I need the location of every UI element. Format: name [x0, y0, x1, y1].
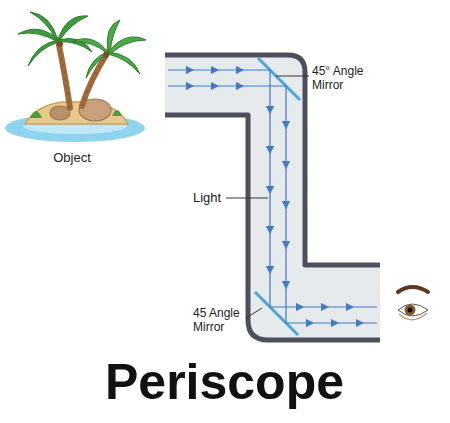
eye-icon: [398, 287, 428, 320]
top-mirror: [258, 58, 300, 100]
diagram-title: Periscope: [105, 352, 344, 412]
bottom-mirror: [255, 292, 298, 335]
mirror-label: 45 Angle Mirror: [193, 306, 245, 335]
leader-line: [226, 198, 268, 199]
island-object: [5, 12, 146, 142]
light-label: Light: [193, 190, 227, 206]
leader-line: [276, 76, 309, 77]
periscope-tube: [165, 55, 380, 340]
object-label: Object: [42, 150, 102, 166]
light-rays: [168, 70, 377, 323]
leader-line: [246, 308, 262, 318]
mirror-label: 45° Angle Mirror: [312, 64, 374, 93]
